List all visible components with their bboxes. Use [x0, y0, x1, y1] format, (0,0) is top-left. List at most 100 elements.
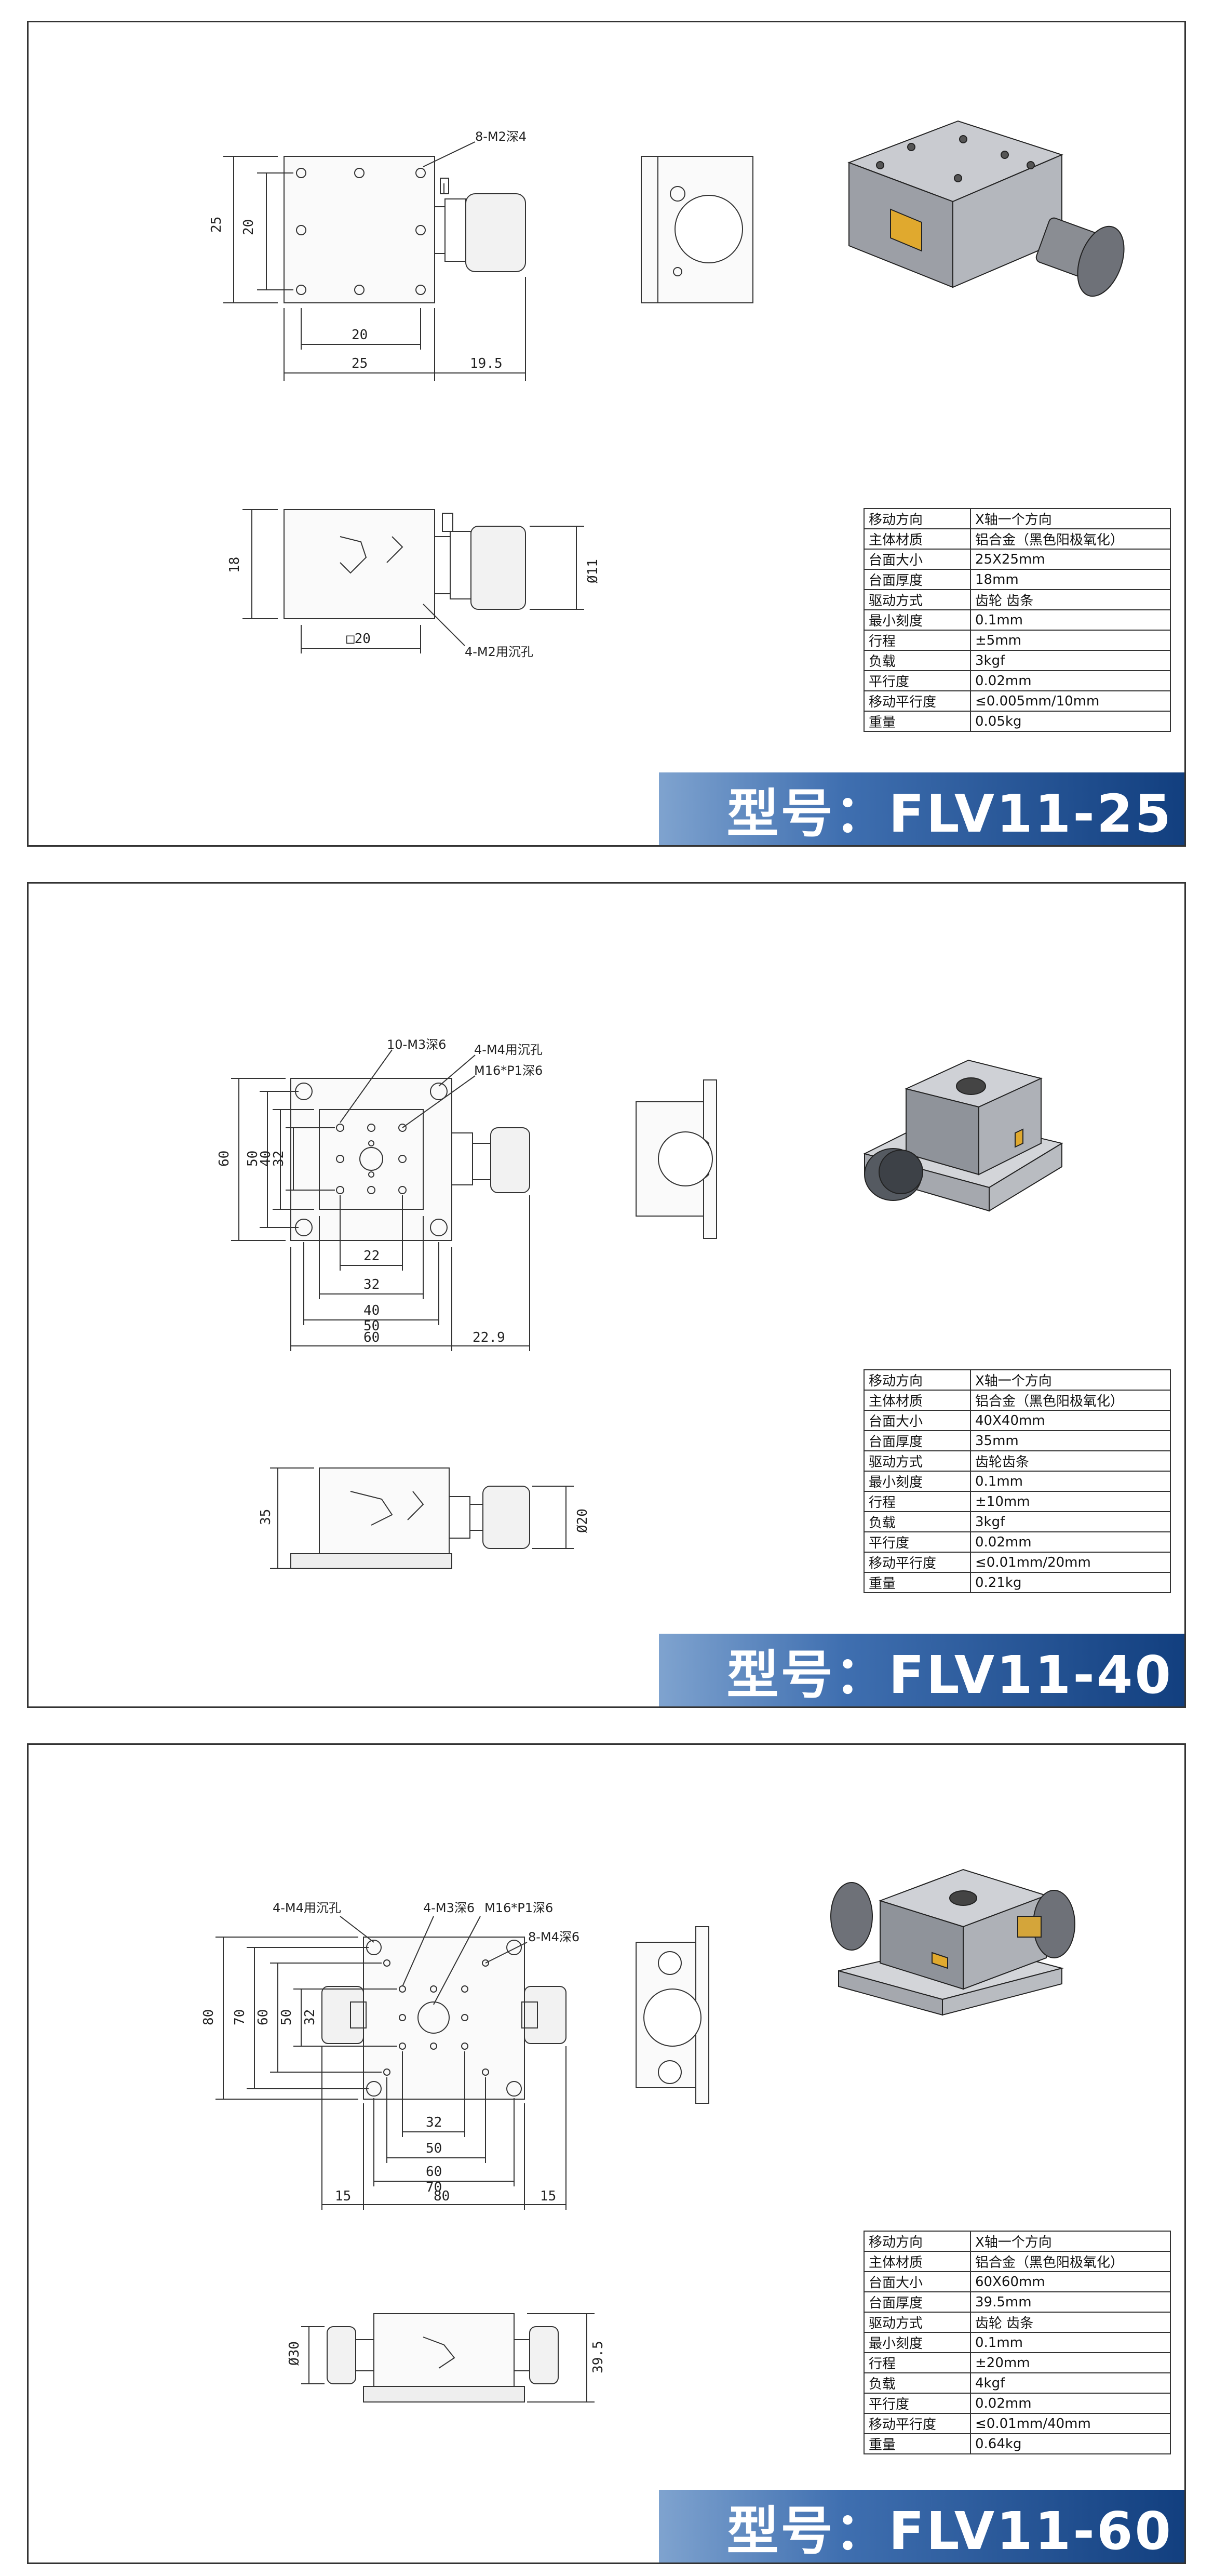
spec-key: 台面厚度 — [864, 1430, 971, 1451]
dim-label: 32 — [271, 1151, 287, 1167]
spec-key: 台面大小 — [864, 2271, 971, 2292]
spec-value: 0.02mm — [970, 1531, 1171, 1553]
dim-label: 50 — [245, 1151, 261, 1167]
spec-row: 主体材质铝合金（黑色阳极氧化） — [864, 2251, 1171, 2272]
spec-value: 0.21kg — [970, 1572, 1171, 1593]
spec-value: ±20mm — [970, 2352, 1171, 2373]
spec-key: 移动方向 — [864, 508, 971, 529]
note-tapped-holes: 4-M3深6 — [423, 1901, 475, 1915]
dim-label: 22 — [363, 1248, 380, 1264]
spec-key: 平行度 — [864, 670, 971, 691]
dim-label: 22.9 — [473, 1330, 505, 1345]
spec-key: 驱动方式 — [864, 589, 971, 610]
spec-row: 行程±5mm — [864, 630, 1171, 651]
spec-value: 齿轮 齿条 — [970, 2312, 1171, 2333]
spec-value: X轴一个方向 — [970, 508, 1171, 529]
spec-row: 驱动方式齿轮 齿条 — [864, 2312, 1171, 2333]
dim-label: 40 — [258, 1151, 274, 1167]
end-view — [641, 156, 753, 303]
spec-row: 驱动方式齿轮齿条 — [864, 1450, 1171, 1472]
spec-key: 台面大小 — [864, 1410, 971, 1431]
spec-value: 0.1mm — [970, 2332, 1171, 2353]
dim-label: 70 — [232, 2009, 248, 2025]
dim-label: 32 — [302, 2009, 318, 2025]
spec-key: 重量 — [864, 711, 971, 732]
spec-value: 35mm — [970, 1430, 1171, 1451]
spec-row: 行程±10mm — [864, 1491, 1171, 1512]
spec-value: 0.64kg — [970, 2433, 1171, 2454]
spec-value: X轴一个方向 — [970, 1369, 1171, 1391]
dim-label: 60 — [363, 1330, 380, 1345]
spec-value: 0.02mm — [970, 670, 1171, 691]
spec-key: 驱动方式 — [864, 2312, 971, 2333]
spec-value: ±10mm — [970, 1491, 1171, 1512]
dim-label: 15 — [540, 2188, 556, 2204]
spec-key: 移动平行度 — [864, 690, 971, 712]
spec-value: 齿轮齿条 — [970, 1450, 1171, 1472]
spec-value: 0.05kg — [970, 711, 1171, 732]
dim-label: 40 — [363, 1303, 380, 1318]
end-view — [636, 1926, 709, 2104]
spec-key: 负载 — [864, 1511, 971, 1532]
note-side-holes: 8-M4深6 — [528, 1930, 579, 1944]
spec-key: 负载 — [864, 650, 971, 671]
spec-key: 最小刻度 — [864, 1471, 971, 1492]
model-banner: 型号：FLV11-40 — [659, 1634, 1184, 1706]
note-center-thread: M16*P1深6 — [484, 1901, 553, 1915]
product-3d-render — [830, 1868, 1075, 2016]
spec-key: 主体材质 — [864, 1390, 971, 1411]
dim-label: 25 — [352, 356, 368, 371]
spec-row: 主体材质铝合金（黑色阳极氧化） — [864, 528, 1171, 550]
technical-drawing: 10-M3深6 4-M4用沉孔 M16*P1深6 60 50 40 32 22 … — [217, 1037, 1063, 1569]
spec-key: 平行度 — [864, 2393, 971, 2414]
dim-label: 60 — [255, 2009, 271, 2025]
dim-label: 39.5 — [590, 2341, 606, 2373]
top-view — [231, 1049, 530, 1351]
side-view — [270, 1467, 574, 1569]
spec-row: 主体材质铝合金（黑色阳极氧化） — [864, 1390, 1171, 1411]
dim-label: 20 — [352, 327, 368, 343]
note-top-hole: 8-M2深4 — [475, 129, 527, 144]
product-panel-flv11-40: 10-M3深6 4-M4用沉孔 M16*P1深6 60 50 40 32 22 … — [27, 882, 1186, 1708]
dim-label: 50 — [363, 1318, 380, 1334]
spec-key: 重量 — [864, 1572, 971, 1593]
spec-value: 0.1mm — [970, 609, 1171, 631]
end-view — [636, 1079, 717, 1239]
dim-label: 60 — [426, 2164, 442, 2180]
model-banner: 型号：FLV11-25 — [659, 772, 1184, 845]
dim-label: Ø20 — [575, 1509, 590, 1533]
dim-label: 80 — [201, 2009, 217, 2025]
note-side-hole: 4-M2用沉孔 — [465, 645, 533, 659]
product-panel-flv11-60: 4-M4用沉孔 4-M3深6 M16*P1深6 8-M4深6 80 70 60 … — [27, 1743, 1186, 2564]
note-counterbore: 4-M4用沉孔 — [474, 1043, 543, 1057]
spec-key: 移动平行度 — [864, 2413, 971, 2434]
dim-label: 25 — [209, 217, 224, 233]
spec-key: 台面厚度 — [864, 2291, 971, 2313]
dim-label: 32 — [426, 2115, 442, 2130]
spec-value: ≤0.01mm/20mm — [970, 1552, 1171, 1573]
spec-key: 移动方向 — [864, 2231, 971, 2252]
dim-label: 60 — [217, 1151, 232, 1167]
spec-value: 40X40mm — [970, 1410, 1171, 1431]
spec-value: X轴一个方向 — [970, 2231, 1171, 2252]
spec-value: ≤0.005mm/10mm — [970, 690, 1171, 712]
spec-value: 齿轮 齿条 — [970, 589, 1171, 610]
note-tapped-holes: 10-M3深6 — [387, 1037, 446, 1052]
